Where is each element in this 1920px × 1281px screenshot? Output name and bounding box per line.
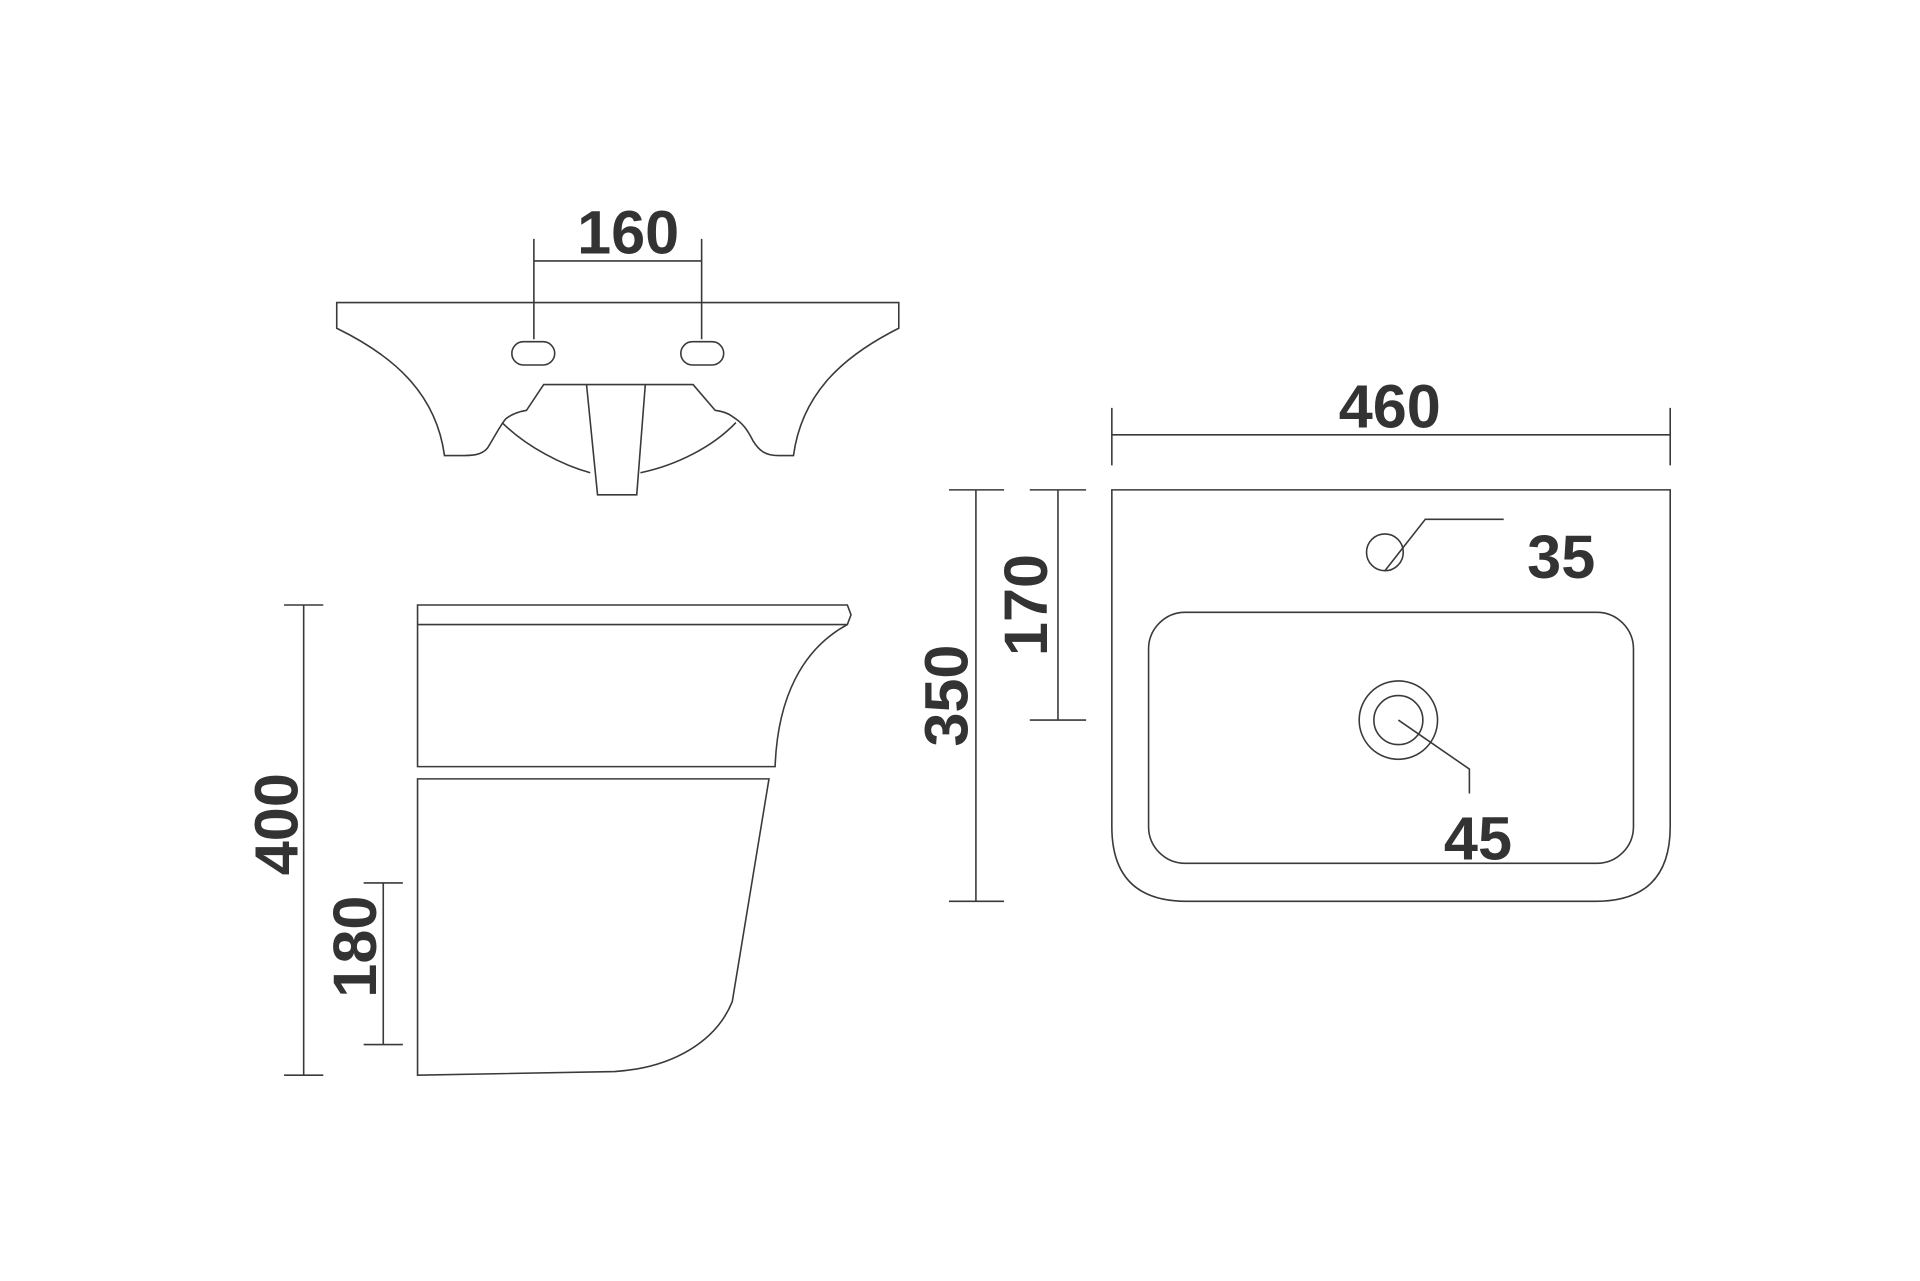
dimension-label-170: 170 xyxy=(992,554,1060,656)
plan-view: 35 45 460 350 170 xyxy=(912,372,1672,903)
drain-inner xyxy=(1373,694,1424,746)
tap-hole-right xyxy=(680,340,725,366)
pedestal-shroud xyxy=(585,384,647,496)
dimension-label-180: 180 xyxy=(321,896,389,998)
dimension-line-180 xyxy=(363,882,403,1046)
dimension-line-160 xyxy=(533,238,703,340)
drain-outer xyxy=(1358,680,1439,761)
rear-view-outline xyxy=(335,301,900,457)
dimension-label-350: 350 xyxy=(912,645,980,747)
dimension-label-160: 160 xyxy=(577,199,679,267)
leader-45 xyxy=(1397,719,1471,794)
rear-view: 160 xyxy=(335,199,900,496)
bowl-outline xyxy=(1147,611,1635,865)
dimension-line-350 xyxy=(948,489,1005,903)
dimension-line-460 xyxy=(1111,407,1672,466)
plan-outline xyxy=(1111,489,1672,903)
side-view-basin xyxy=(416,604,852,768)
dimension-label-400: 400 xyxy=(243,773,311,875)
dimension-label-35: 35 xyxy=(1527,523,1595,591)
leader-35 xyxy=(1384,518,1504,572)
dimension-line-170 xyxy=(1029,489,1087,721)
bowl-curve xyxy=(501,421,591,474)
bowl-curve xyxy=(640,421,737,474)
side-view: 400 180 xyxy=(243,604,852,1077)
dimension-line-400 xyxy=(284,604,324,1076)
tap-hole-left xyxy=(511,340,556,366)
dimension-label-460: 460 xyxy=(1339,372,1441,440)
tap-hole xyxy=(1365,533,1405,572)
side-view-pedestal xyxy=(416,778,770,1077)
dimension-label-45: 45 xyxy=(1444,805,1512,873)
